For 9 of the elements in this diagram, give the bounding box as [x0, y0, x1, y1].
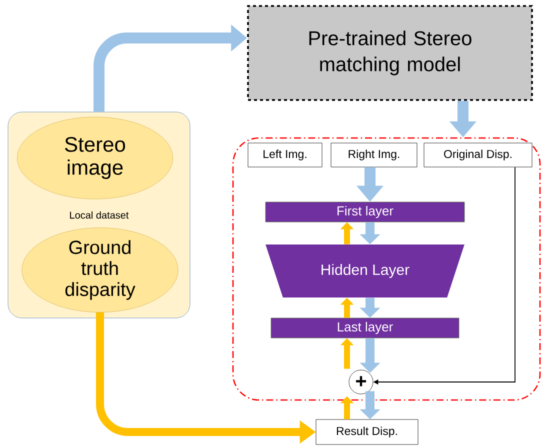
- input-box: Original Disp.: [424, 142, 532, 168]
- layer-trapezoid: Hidden Layer: [266, 244, 464, 298]
- layer-bar: First layer: [265, 202, 465, 222]
- layer-bar: Last layer: [270, 318, 460, 338]
- input-box: Right Img.: [330, 142, 418, 168]
- group-frame: [232, 137, 541, 401]
- input-box: Left Img.: [248, 142, 322, 168]
- model-box: Pre-trained Stereo matching model: [247, 5, 533, 101]
- output-box: Result Disp.: [316, 419, 418, 445]
